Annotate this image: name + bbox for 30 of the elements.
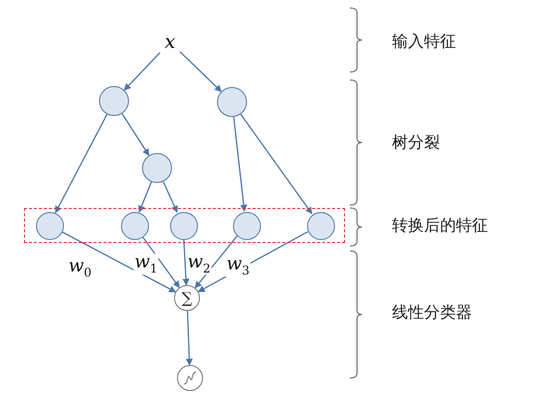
arrow (240, 114, 312, 214)
stage-label: 转换后的特征 (392, 216, 488, 236)
tree-node (99, 86, 129, 116)
arrow (186, 310, 193, 366)
tree-node (217, 87, 247, 117)
arrow (162, 181, 178, 213)
arrow (124, 52, 160, 91)
tree-node (36, 212, 64, 240)
tree-node (307, 212, 335, 240)
sum-node: ∑ (174, 285, 200, 311)
stage-label: 输入特征 (392, 32, 456, 52)
tree-node (233, 212, 261, 240)
arrow (182, 238, 190, 286)
tree-node (142, 153, 172, 183)
arrow (138, 182, 152, 213)
arrow (54, 114, 108, 214)
stage-label: 树分裂 (392, 132, 440, 154)
input-variable: x (160, 30, 180, 54)
arrow (180, 51, 222, 92)
tree-node (170, 212, 198, 240)
arrow (194, 236, 238, 288)
tree-node (121, 212, 149, 240)
arrow (233, 116, 248, 212)
arrow (142, 236, 180, 288)
arrow (122, 113, 150, 156)
arrow (61, 231, 176, 292)
dashed-frame (24, 208, 345, 243)
sigmoid-node (177, 365, 203, 391)
weight-label: w$_{1}$ (133, 254, 159, 274)
stage-label: 线性分类器 (392, 302, 472, 324)
